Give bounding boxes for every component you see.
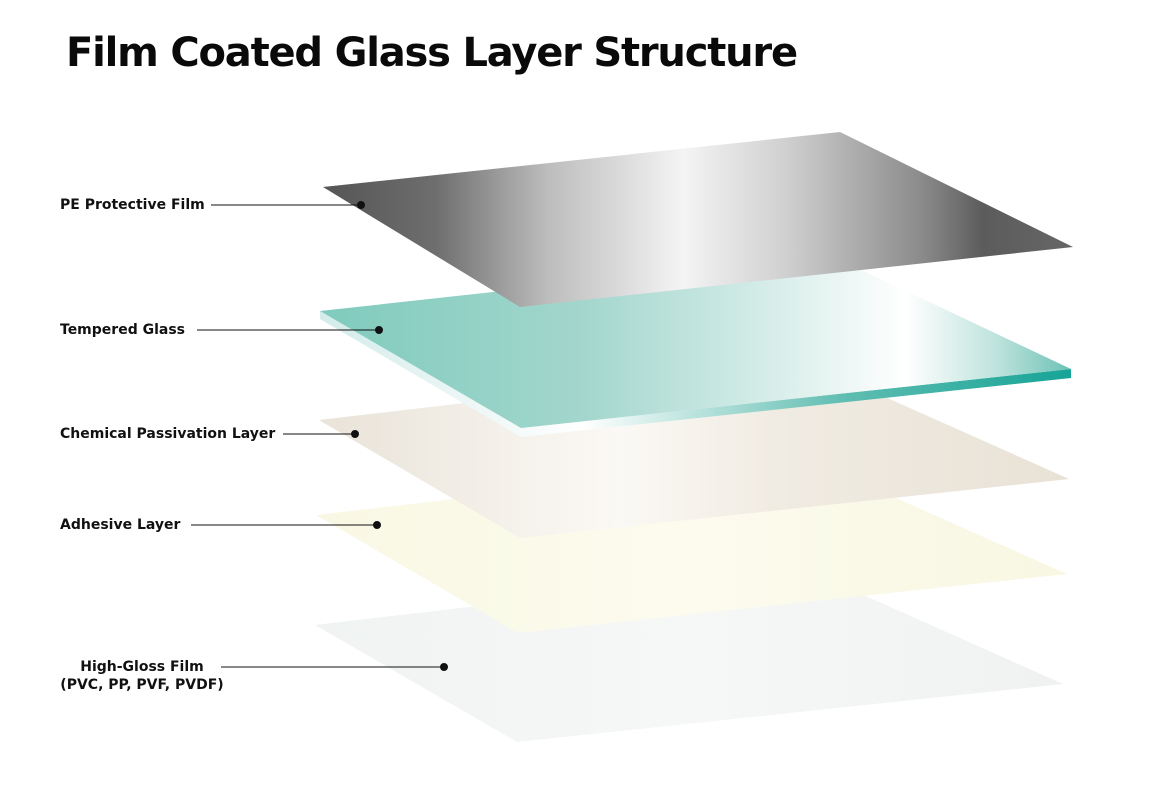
label-pe-protective-film: PE Protective Film — [60, 197, 205, 213]
label-high-gloss-film: High-Gloss Film (PVC, PP, PVF, PVDF) — [60, 658, 224, 694]
diagram-title: Film Coated Glass Layer Structure — [66, 30, 798, 76]
leader-dot-gloss — [440, 663, 448, 671]
label-high-gloss-film-line2: (PVC, PP, PVF, PVDF) — [60, 677, 224, 693]
label-adhesive-layer: Adhesive Layer — [60, 517, 181, 533]
label-chemical-passivation-layer: Chemical Passivation Layer — [60, 426, 276, 442]
layer-pe-protective-film — [323, 132, 1073, 307]
leader-dot-chemical — [351, 430, 359, 438]
leader-dot-adhesive — [373, 521, 381, 529]
label-tempered-glass: Tempered Glass — [60, 322, 185, 338]
label-high-gloss-film-line1: High-Gloss Film — [80, 659, 204, 675]
leader-dot-glass — [375, 326, 383, 334]
leader-dot-pe — [357, 201, 365, 209]
